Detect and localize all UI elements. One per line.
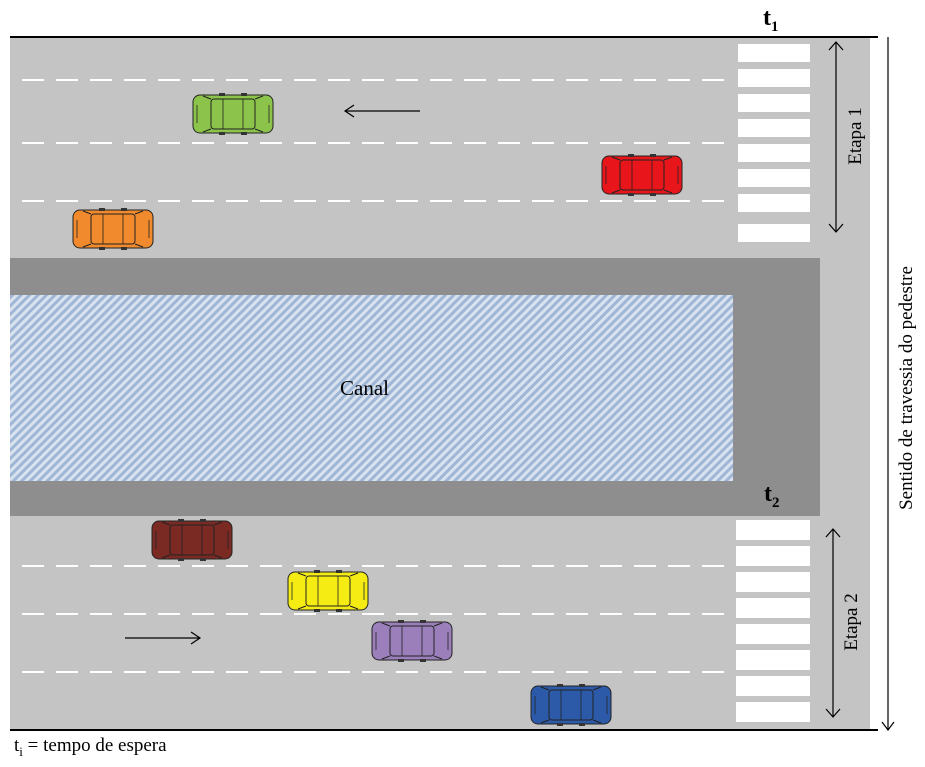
t1-base: t bbox=[763, 5, 771, 31]
etapa-1-arrow bbox=[828, 41, 844, 233]
arrow-left-icon bbox=[343, 104, 420, 118]
brown-car bbox=[151, 518, 233, 562]
etapa-2-arrow bbox=[825, 528, 841, 718]
arrow-right-icon bbox=[125, 631, 202, 645]
blue-car bbox=[530, 683, 612, 727]
yellow-car bbox=[287, 569, 369, 613]
sentido-label: Sentido de travessia do pedestre bbox=[896, 266, 917, 510]
t2-base: t bbox=[764, 481, 772, 507]
green-car bbox=[192, 92, 274, 136]
t2-sub: 2 bbox=[772, 494, 780, 511]
bottom-lane-markings bbox=[22, 565, 725, 673]
crossing-strip bbox=[820, 37, 870, 730]
legend: ti = tempo de espera bbox=[14, 735, 167, 760]
t1-sub: 1 bbox=[771, 18, 779, 35]
t1-label: t1 bbox=[763, 6, 779, 39]
red-car bbox=[601, 153, 683, 197]
etapa-1-label: Etapa 1 bbox=[845, 107, 866, 165]
legend-text: = tempo de espera bbox=[22, 735, 167, 756]
canal-water bbox=[10, 295, 733, 481]
orange-car bbox=[72, 207, 154, 251]
legend-sub: i bbox=[19, 743, 23, 759]
etapa-2-label: Etapa 2 bbox=[841, 593, 862, 651]
crosswalk-top bbox=[738, 44, 810, 242]
purple-car bbox=[371, 619, 453, 663]
top-lane-markings bbox=[22, 79, 725, 202]
t2-label: t2 bbox=[764, 482, 780, 515]
canal-label: Canal bbox=[340, 376, 389, 400]
crosswalk-bottom bbox=[736, 520, 810, 722]
pedestrian-direction-arrow bbox=[881, 37, 895, 731]
legend-base: t bbox=[14, 735, 20, 756]
